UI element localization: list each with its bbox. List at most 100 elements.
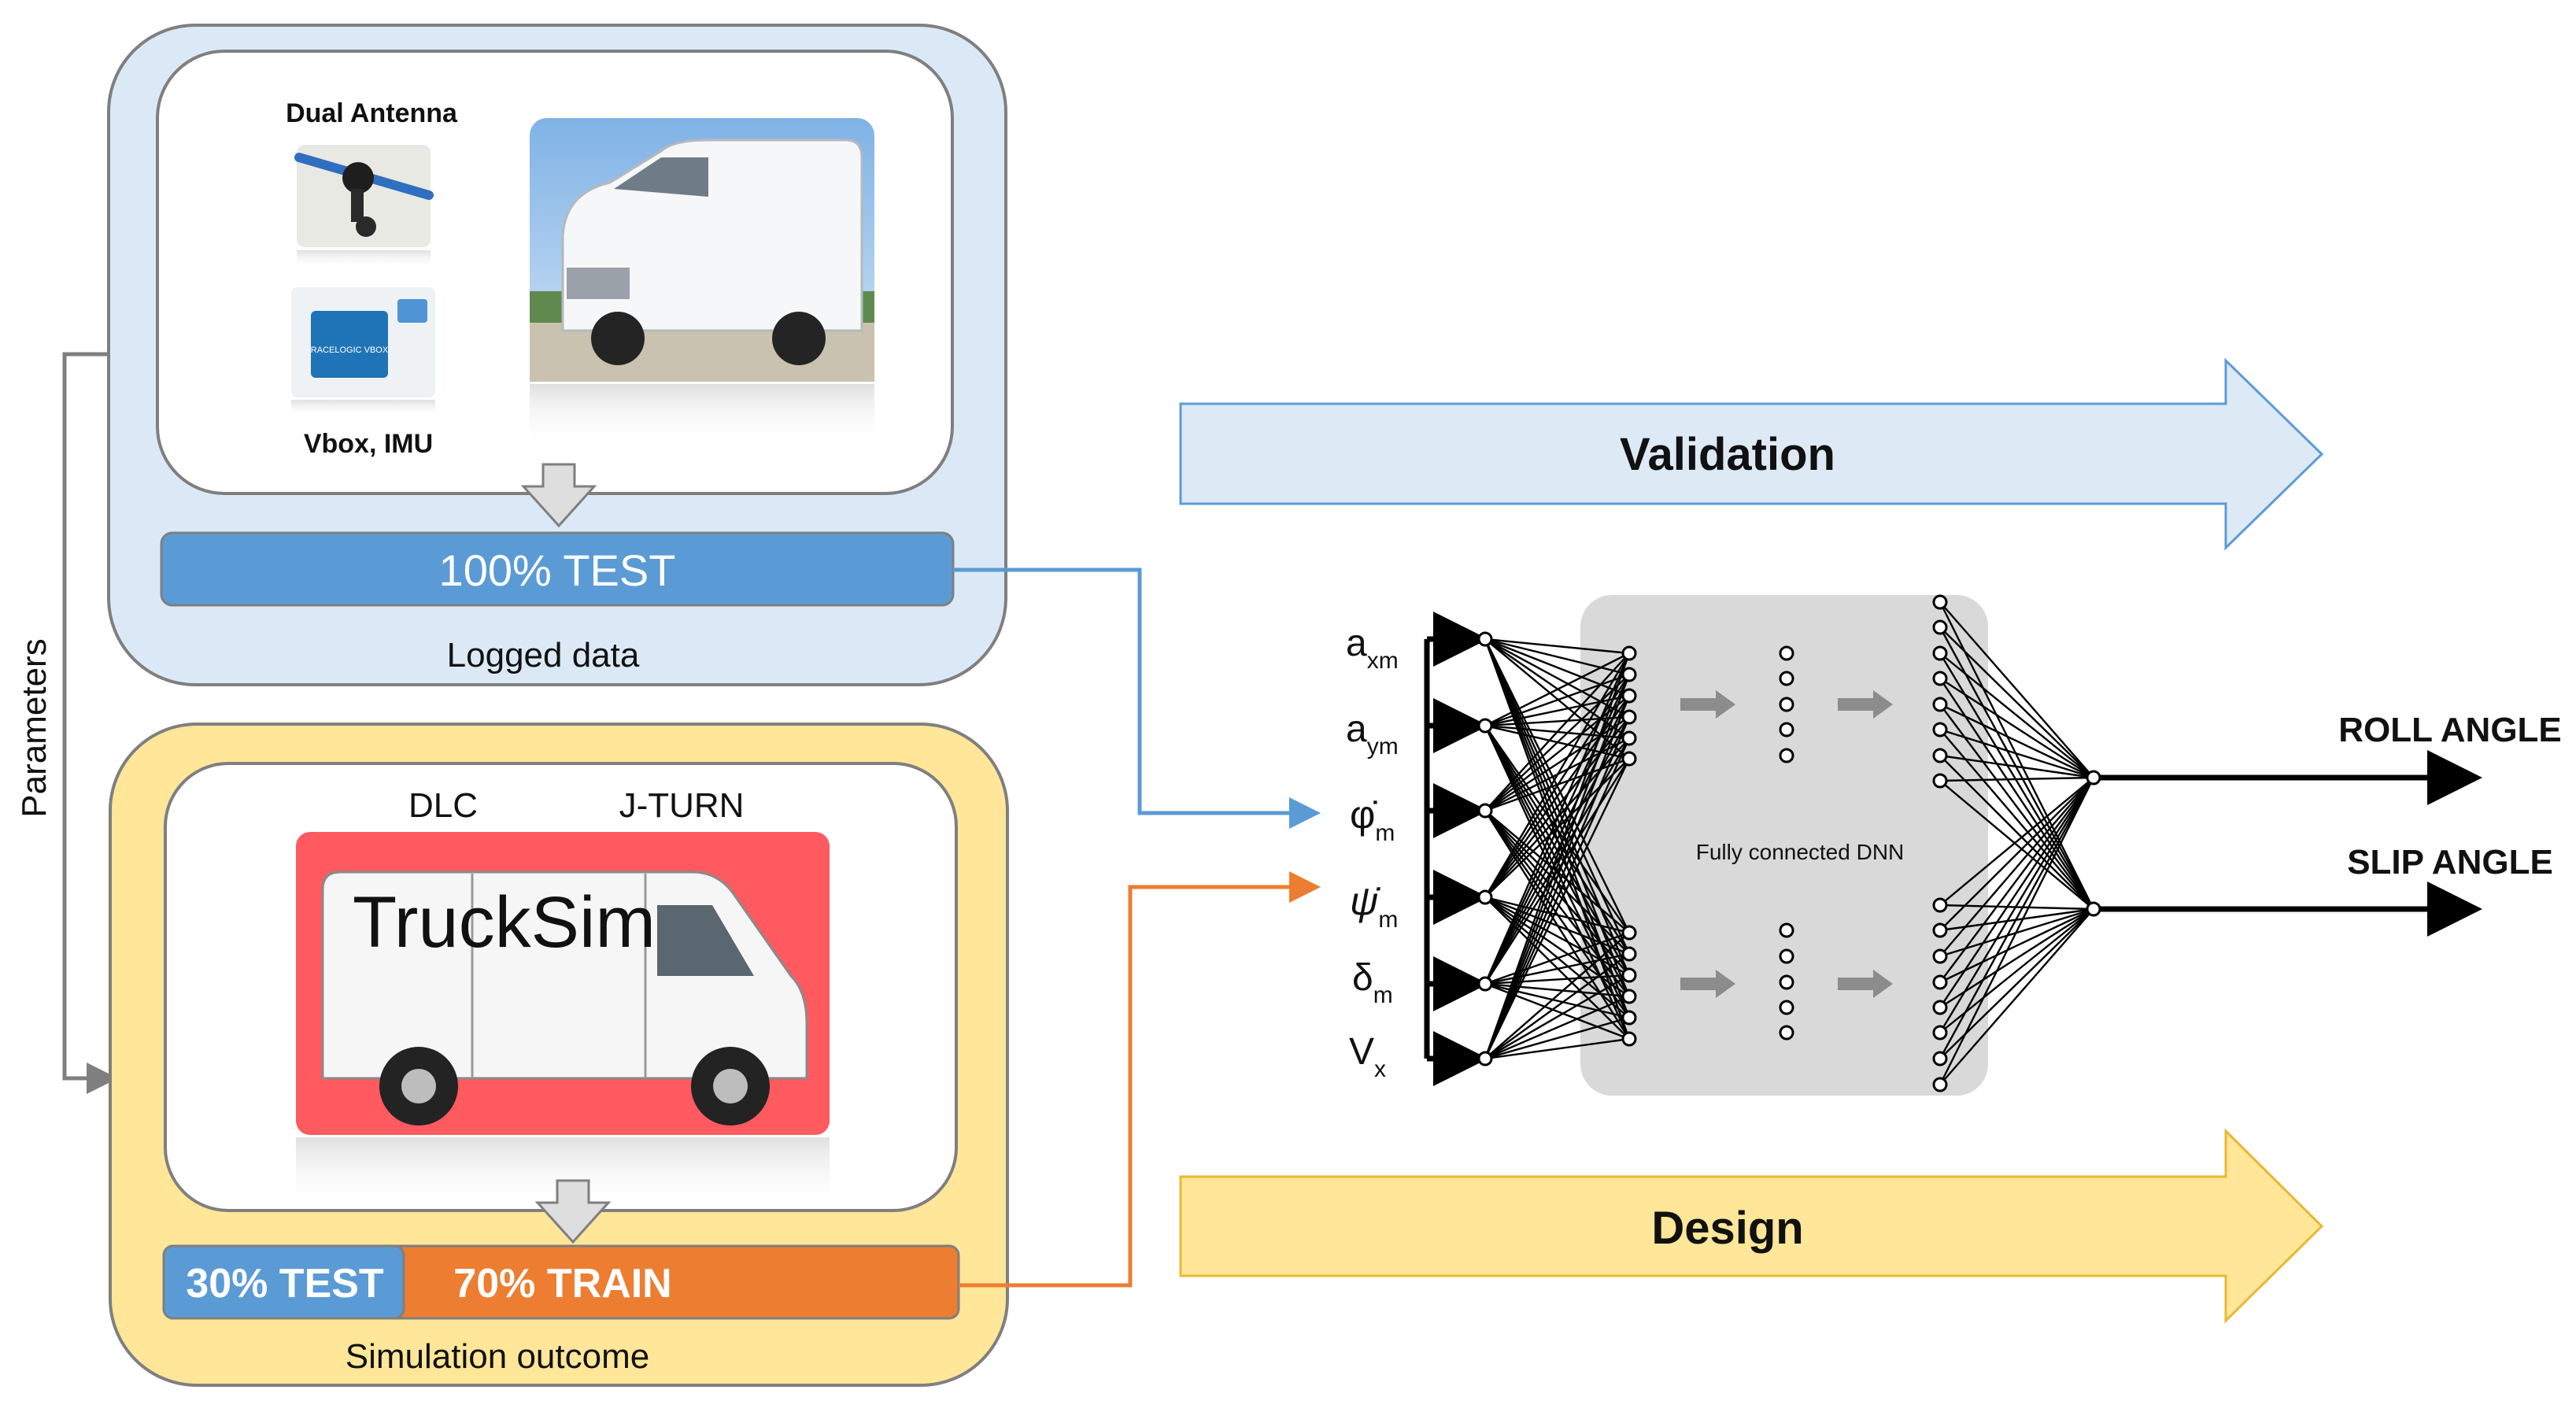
logged-data-panel: Dual Antenna RACELOGIC VBOX Vbox, IMU <box>107 24 1007 686</box>
validation-arrow: Validation <box>1179 357 2324 551</box>
edge-in-3-0 <box>1484 652 1631 898</box>
edge-in-4-0 <box>1484 652 1631 985</box>
parameters-label: Parameters <box>15 638 54 817</box>
input-psidot: ψ̇m <box>1350 879 1398 933</box>
edge-in-3-1 <box>1484 674 1631 898</box>
edge-in-2-1 <box>1484 674 1630 811</box>
edge-in-3-7 <box>1484 896 1630 956</box>
edge-in-3-9 <box>1484 896 1630 997</box>
edge-h3a-roll-0 <box>1939 601 2094 778</box>
input-phidot: φ̇m <box>1350 793 1395 846</box>
mid-a-node-2 <box>1779 697 1794 712</box>
dnn-nodes <box>1477 594 2101 1092</box>
edge-in-0-1 <box>1484 638 1630 676</box>
h3a-node-1 <box>1932 619 1948 635</box>
h3a-node-4 <box>1932 697 1948 712</box>
vbox-photo: RACELOGIC VBOX <box>291 287 435 417</box>
h1b-node-4 <box>1621 1010 1637 1026</box>
edge-in-1-2 <box>1484 694 1630 727</box>
edge-h3a-slip-5 <box>1939 729 2094 910</box>
input-node-5 <box>1477 1051 1493 1066</box>
edge-in-4-2 <box>1484 695 1631 985</box>
edge-in-5-1 <box>1484 674 1631 1059</box>
h3b-node-5 <box>1932 1025 1948 1041</box>
mid-b-node-3 <box>1779 1000 1794 1015</box>
scenario-dlc: DLC <box>408 786 478 825</box>
edge-h3b-slip-7 <box>1939 908 2094 1085</box>
h3a-node-7 <box>1932 773 1948 789</box>
trucksim-van-image: TruckSim <box>296 832 830 1208</box>
input-aym: aym <box>1346 708 1399 760</box>
edge-in-5-5 <box>1484 758 1631 1059</box>
h1b-node-1 <box>1621 946 1637 962</box>
slip-output-node <box>2086 901 2101 917</box>
mid-a-node-4 <box>1779 748 1794 763</box>
edge-h3a-slip-3 <box>1939 678 2094 910</box>
edge-in-1-0 <box>1484 652 1630 727</box>
edge-in-2-3 <box>1484 715 1630 812</box>
edge-in-4-4 <box>1484 737 1631 985</box>
vbox-device-text: RACELOGIC VBOX <box>311 346 389 355</box>
dnn-inputs: axm aym φ̇m ψ̇m δm Vx <box>1346 623 1399 1082</box>
h1b-node-3 <box>1621 989 1637 1004</box>
edge-in-4-5 <box>1484 758 1631 985</box>
train-bar-text: 70% TRAIN <box>453 1261 671 1307</box>
edge-in-2-0 <box>1484 652 1630 811</box>
train-data-connector <box>959 871 1321 1288</box>
design-label: Design <box>1651 1203 1803 1254</box>
edge-in-4-3 <box>1484 716 1631 985</box>
flow-arrow-2 <box>1680 970 1735 998</box>
logged-down-arrow <box>520 463 597 528</box>
h1a-node-5 <box>1621 751 1637 767</box>
mid-b-node-4 <box>1779 1025 1794 1041</box>
h3a-node-2 <box>1932 645 1948 661</box>
edge-in-3-3 <box>1484 716 1630 898</box>
edge-in-5-8 <box>1484 974 1630 1060</box>
mid-b-node-1 <box>1779 948 1794 964</box>
mid-b-node-0 <box>1779 922 1794 938</box>
edge-in-5-3 <box>1484 716 1631 1059</box>
h3a-node-6 <box>1932 748 1948 763</box>
edge-in-3-8 <box>1484 896 1630 977</box>
input-node-4 <box>1477 976 1493 992</box>
h1b-node-2 <box>1621 967 1637 983</box>
h3b-node-6 <box>1932 1051 1948 1066</box>
edge-in-5-6 <box>1484 932 1630 1059</box>
edge-h3a-slip-4 <box>1939 704 2094 910</box>
edge-h3a-slip-7 <box>1939 780 2094 910</box>
h3b-node-0 <box>1932 897 1948 913</box>
test-data-connector <box>953 567 1321 829</box>
h1a-node-2 <box>1621 688 1637 704</box>
edge-in-2-2 <box>1484 695 1630 811</box>
input-node-3 <box>1477 889 1493 905</box>
edge-in-4-9 <box>1484 982 1630 998</box>
edge-in-4-7 <box>1484 952 1630 985</box>
mid-a-node-1 <box>1779 671 1794 686</box>
mid-a-node-0 <box>1779 645 1794 661</box>
input-delta: δm <box>1352 957 1393 1008</box>
dnn-background <box>1580 595 1988 1096</box>
logged-test-bar-text: 100% TEST <box>439 545 676 595</box>
h3b-node-3 <box>1932 974 1948 990</box>
h3a-node-3 <box>1932 671 1948 686</box>
edge-in-5-10 <box>1484 1016 1630 1060</box>
design-arrow: Design <box>1179 1128 2324 1324</box>
sim-test-bar-text: 30% TEST <box>186 1261 384 1307</box>
edge-in-5-4 <box>1484 737 1631 1059</box>
edge-h3b-roll-0 <box>1939 777 2094 906</box>
logged-data-caption: Logged data <box>447 636 640 675</box>
h1b-node-0 <box>1621 925 1637 941</box>
output-roll-angle: ROLL ANGLE <box>2338 711 2562 749</box>
edge-h3b-slip-3 <box>1939 907 2094 984</box>
edge-h3b-slip-1 <box>1939 907 2094 932</box>
h1a-node-1 <box>1621 667 1637 682</box>
real-van-photo <box>530 118 874 447</box>
h3a-node-0 <box>1932 594 1948 610</box>
h3b-node-4 <box>1932 1000 1948 1015</box>
edge-in-1-1 <box>1484 673 1630 727</box>
antenna-label: Dual Antenna <box>286 98 458 128</box>
input-node-2 <box>1477 803 1493 819</box>
h1a-node-4 <box>1621 730 1637 746</box>
edge-in-4-6 <box>1484 931 1630 985</box>
